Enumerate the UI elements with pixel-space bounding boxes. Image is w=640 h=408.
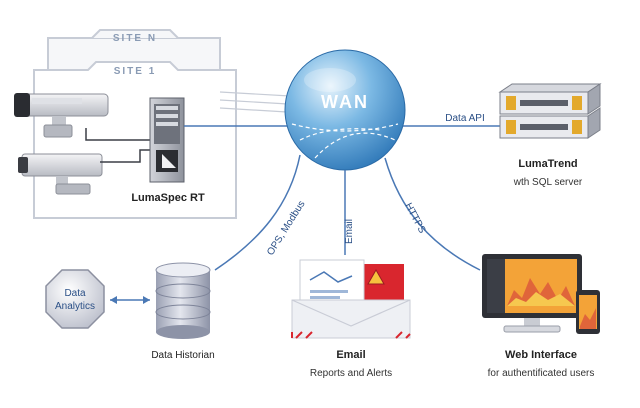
database-icon <box>155 262 211 339</box>
data-analytics-line1: Data <box>64 288 86 299</box>
lumaspec-unit <box>149 97 185 183</box>
server-rack-icon <box>498 83 602 115</box>
email-subtitle: Reports and Alerts <box>310 368 392 379</box>
envelope-icon <box>291 259 411 339</box>
camera-cable <box>85 128 160 141</box>
ops-modbus-label: OPS, Modbus <box>265 199 307 258</box>
link-site-n-wan <box>219 91 291 113</box>
web-interface-title: Web Interface <box>505 349 577 361</box>
wan-globe <box>284 49 406 171</box>
email-title: Email <box>336 349 365 361</box>
https-label: HTTPS <box>402 201 427 235</box>
camera-icon <box>14 93 109 138</box>
wan-label: WAN <box>321 92 369 112</box>
camera-icon <box>18 153 103 195</box>
data-analytics-node <box>45 269 105 329</box>
lumatrend-subtitle: wth SQL server <box>513 177 583 188</box>
link-wan-historian <box>214 154 301 271</box>
analytics-historian-link <box>110 296 150 304</box>
site-n-label: SITE N <box>113 33 157 44</box>
data-historian-title: Data Historian <box>151 350 214 361</box>
monitor-icon <box>482 254 582 333</box>
lumatrend-title: LumaTrend <box>518 158 577 170</box>
lumaspec-title: LumaSpec RT <box>131 192 205 204</box>
web-interface-subtitle: for authentificated users <box>488 368 595 379</box>
site-1-label: SITE 1 <box>114 66 157 77</box>
phone-icon <box>576 290 600 334</box>
server-rack-icon <box>499 107 601 139</box>
email-link-label: Email <box>344 219 355 244</box>
data-analytics-line2: Analytics <box>55 301 95 312</box>
link-wan-web <box>384 157 481 271</box>
data-api-label: Data API <box>445 113 484 124</box>
